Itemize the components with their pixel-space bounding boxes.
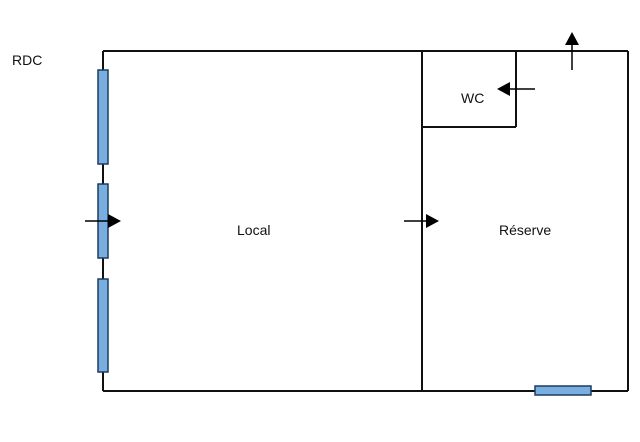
window-left-bottom bbox=[97, 278, 109, 373]
exit-arrow bbox=[565, 32, 579, 70]
reserve-door-arrow bbox=[404, 214, 439, 228]
entrance-arrow bbox=[85, 214, 121, 228]
window-left-top bbox=[97, 69, 109, 165]
wc-door-arrow bbox=[497, 82, 535, 96]
arrows bbox=[85, 32, 579, 228]
room-label-reserve: Réserve bbox=[499, 222, 551, 238]
room-label-wc: WC bbox=[461, 90, 484, 106]
room-label-local: Local bbox=[237, 222, 270, 238]
walls bbox=[102, 50, 629, 392]
floor-label: RDC bbox=[12, 52, 42, 68]
window-bottom bbox=[534, 385, 592, 396]
